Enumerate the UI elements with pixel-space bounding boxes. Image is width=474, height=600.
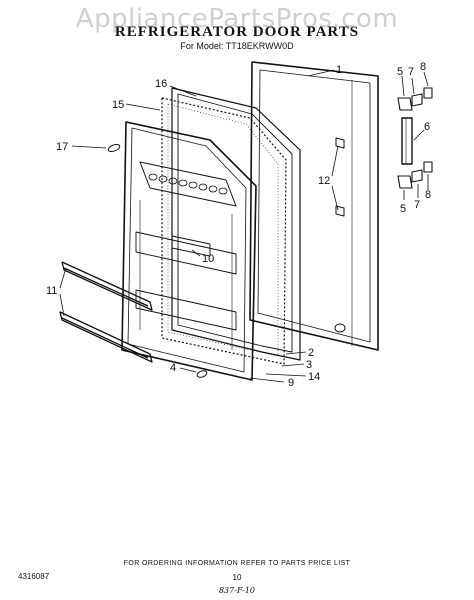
screws <box>107 144 346 378</box>
model-line: For Model: TT18EKRWW0D <box>180 41 294 51</box>
callout-10: 10 <box>202 253 214 265</box>
page-number: 10 <box>232 573 242 582</box>
diagram-title: REFRIGERATOR DOOR PARTS <box>114 24 360 40</box>
hinge-hardware-top <box>397 87 433 111</box>
callout-6: 6 <box>424 121 430 133</box>
callout-8-top: 8 <box>420 61 426 73</box>
door-gasket <box>171 87 301 361</box>
callout-2: 2 <box>308 347 314 359</box>
callout-8-bottom: 8 <box>425 189 431 201</box>
hinge-hardware-bottom <box>397 161 433 189</box>
outer-door-panel <box>249 61 379 351</box>
callout-9: 9 <box>288 377 294 389</box>
callout-5-bottom: 5 <box>400 203 406 215</box>
callout-7-top: 7 <box>408 66 414 78</box>
callout-11: 11 <box>46 285 57 297</box>
hinge-rail <box>401 117 413 165</box>
leader-lines <box>59 69 429 383</box>
door-shelf-bars <box>59 261 153 363</box>
foam-insulation <box>161 97 287 365</box>
callout-5-top: 5 <box>397 66 403 78</box>
ordering-note: FOR ORDERING INFORMATION REFER TO PARTS … <box>123 560 351 567</box>
door-liner <box>121 121 257 381</box>
callout-12: 12 <box>318 175 330 187</box>
callout-3: 3 <box>306 359 312 371</box>
door-stop-plugs <box>335 137 345 217</box>
callout-17: 17 <box>56 141 68 153</box>
callout-16: 16 <box>155 78 167 90</box>
callout-4: 4 <box>170 362 176 374</box>
callout-1: 1 <box>336 64 342 76</box>
callout-labels: 1 2 3 4 5 5 6 7 7 8 8 9 10 11 12 14 15 1… <box>46 61 431 389</box>
handwritten-note: 837-F-10 <box>218 586 256 595</box>
callout-7-bottom: 7 <box>414 199 420 211</box>
callout-14: 14 <box>308 371 320 383</box>
watermark: AppliancePartsPros.com <box>75 4 399 34</box>
document-number: 4316087 <box>18 572 50 581</box>
callout-15: 15 <box>112 99 124 111</box>
